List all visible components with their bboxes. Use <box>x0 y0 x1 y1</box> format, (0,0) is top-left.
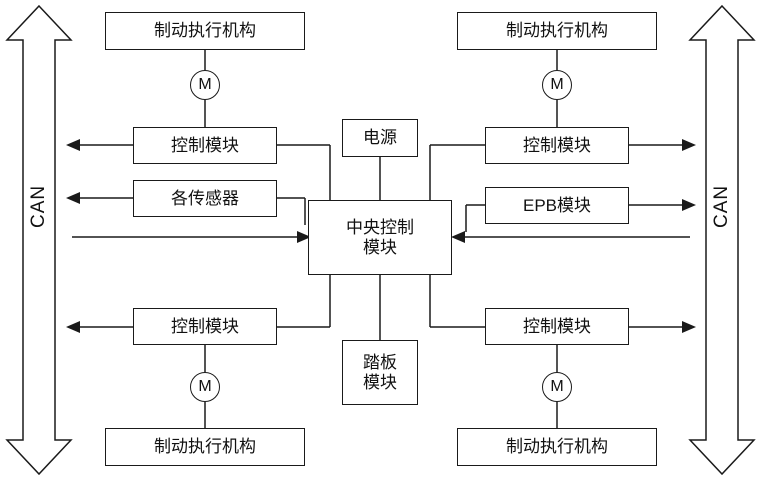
block-control-module-bottom-right[interactable]: 控制模块 <box>485 308 629 345</box>
motor-icon-bottom-right: M <box>542 372 572 402</box>
block-control-module-bottom-left[interactable]: 控制模块 <box>133 308 277 345</box>
can-bus-left-shape <box>5 4 73 476</box>
motor-icon-top-left: M <box>190 70 220 100</box>
can-bus-right-label: CAN <box>710 184 734 275</box>
block-actuator-bottom-left[interactable]: 制动执行机构 <box>105 428 305 466</box>
block-central-control[interactable]: 中央控制 模块 <box>308 200 452 275</box>
can-bus-right-shape <box>688 4 756 476</box>
can-bus-left-label: CAN <box>27 184 51 275</box>
block-sensors[interactable]: 各传感器 <box>133 180 277 217</box>
motor-icon-top-right: M <box>542 70 572 100</box>
block-epb-module[interactable]: EPB模块 <box>485 187 629 224</box>
block-pedal-module[interactable]: 踏板 模块 <box>342 340 418 405</box>
block-actuator-top-left[interactable]: 制动执行机构 <box>105 12 305 50</box>
motor-icon-bottom-left: M <box>190 372 220 402</box>
block-control-module-top-right[interactable]: 控制模块 <box>485 127 629 164</box>
can-left-text: CAN <box>28 184 49 228</box>
block-actuator-top-right[interactable]: 制动执行机构 <box>457 12 657 50</box>
block-control-module-top-left[interactable]: 控制模块 <box>133 127 277 164</box>
can-right-text: CAN <box>711 184 732 228</box>
block-actuator-bottom-right[interactable]: 制动执行机构 <box>457 428 657 466</box>
block-power-supply[interactable]: 电源 <box>342 119 418 157</box>
